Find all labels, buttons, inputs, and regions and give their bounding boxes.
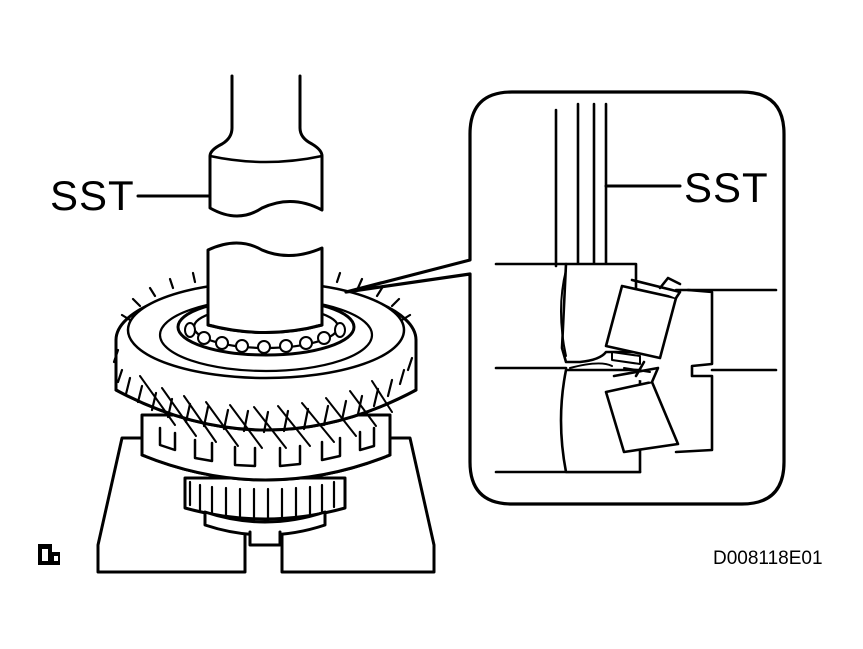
service-note-icon	[38, 544, 60, 565]
detail-section-view	[494, 102, 778, 474]
figure-code: D008118E01	[713, 548, 823, 569]
sst-label-main: SST	[50, 172, 135, 219]
sst-lower-tool	[206, 241, 324, 334]
clutch-hub	[140, 413, 392, 482]
sst-label-detail: SST	[684, 164, 769, 211]
sst-upper-tool	[208, 74, 324, 218]
lower-hub	[183, 476, 347, 547]
